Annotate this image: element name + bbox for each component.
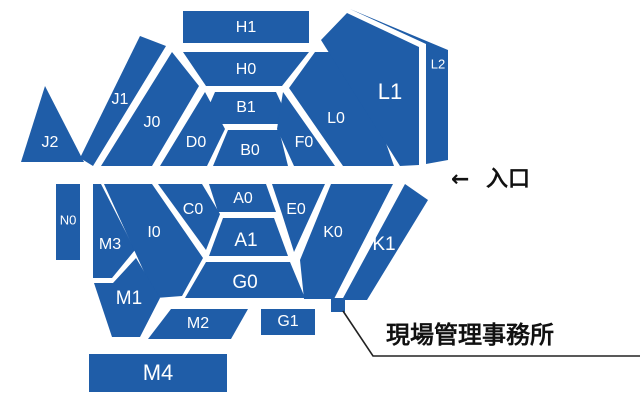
- block-A1[interactable]: A1: [209, 218, 288, 256]
- block-B1[interactable]: B1: [201, 92, 291, 124]
- block-B0[interactable]: B0: [213, 130, 288, 166]
- block-K0[interactable]: K0: [300, 184, 393, 299]
- label-B0: B0: [240, 142, 260, 159]
- label-H1: H1: [236, 19, 257, 36]
- block-M1[interactable]: M1: [94, 258, 160, 337]
- block-H1[interactable]: H1: [183, 11, 309, 43]
- block-M2[interactable]: M2: [148, 309, 248, 339]
- label-L0: L0: [327, 110, 345, 127]
- block-G0[interactable]: G0: [185, 262, 305, 298]
- block-M4[interactable]: M4: [89, 354, 227, 392]
- label-A1: A1: [234, 230, 257, 251]
- label-M2: M2: [187, 315, 209, 332]
- block-H0[interactable]: H0: [183, 52, 309, 86]
- label-D0: D0: [186, 134, 207, 151]
- label-G1: G1: [277, 313, 298, 330]
- label-M3: M3: [99, 236, 121, 253]
- block-E0[interactable]: E0: [272, 184, 325, 252]
- label-B1: B1: [236, 99, 256, 116]
- label-H0: H0: [236, 61, 257, 78]
- block-I0[interactable]: I0: [104, 184, 203, 298]
- block-F0[interactable]: F0: [277, 92, 335, 166]
- block-L2[interactable]: L2: [350, 9, 448, 164]
- label-I0: I0: [147, 224, 160, 241]
- block-N0[interactable]: N0: [56, 184, 80, 260]
- entrance-label: 入口: [486, 167, 530, 192]
- label-A0: A0: [233, 190, 253, 207]
- label-M1: M1: [116, 288, 142, 309]
- entrance-marker: ← 入口: [451, 167, 530, 192]
- block-J0[interactable]: J0: [101, 52, 199, 166]
- label-M4: M4: [143, 360, 174, 385]
- label-F0: F0: [295, 134, 314, 151]
- label-C0: C0: [183, 201, 204, 218]
- label-K1: K1: [372, 234, 395, 255]
- block-C0[interactable]: C0: [158, 184, 220, 250]
- site-office-leader-line: [342, 310, 640, 357]
- block-K1[interactable]: K1: [342, 184, 428, 300]
- block-G1[interactable]: G1: [261, 309, 315, 335]
- label-L2: L2: [431, 56, 445, 71]
- block-J2[interactable]: J2: [21, 86, 84, 162]
- block-M3[interactable]: M3: [93, 184, 135, 278]
- label-E0: E0: [286, 201, 306, 218]
- label-J1: J1: [112, 91, 129, 108]
- label-J0: J0: [144, 114, 161, 131]
- label-K0: K0: [323, 224, 343, 241]
- block-L0[interactable]: L0: [289, 52, 394, 166]
- block-A0[interactable]: A0: [209, 184, 276, 212]
- block-D0[interactable]: D0: [160, 92, 225, 166]
- site-office-label: 現場管理事務所: [386, 321, 554, 349]
- label-J2: J2: [42, 134, 59, 151]
- site-office-marker: [331, 298, 345, 312]
- entrance-arrow: ←: [451, 167, 469, 192]
- block-J1[interactable]: J1: [80, 36, 166, 166]
- site-office[interactable]: 現場管理事務所: [331, 298, 640, 357]
- label-G0: G0: [232, 272, 257, 293]
- block-L1[interactable]: L1: [321, 13, 419, 166]
- label-L1: L1: [378, 79, 402, 104]
- label-N0: N0: [60, 212, 77, 227]
